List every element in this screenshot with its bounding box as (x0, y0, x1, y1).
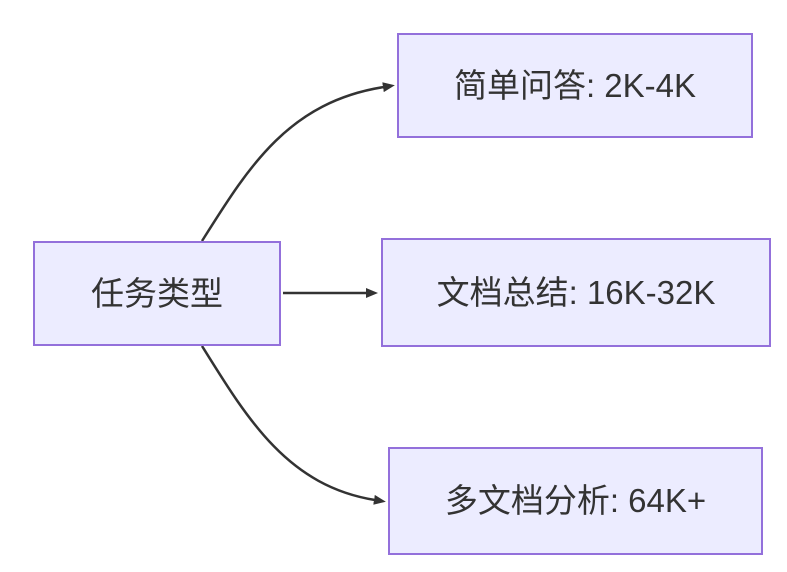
node-multi-doc-label: 多文档分析: 64K+ (444, 482, 707, 520)
node-task-type: 任务类型 (33, 241, 281, 346)
node-simple-qa-label: 简单问答: 2K-4K (453, 66, 697, 104)
edge-task-type-to-simple-qa (200, 82, 395, 242)
node-doc-summary-label: 文档总结: 16K-32K (436, 273, 716, 311)
edge-task-type-to-multi-doc (200, 345, 386, 505)
node-simple-qa: 简单问答: 2K-4K (397, 33, 753, 138)
node-task-type-label: 任务类型 (91, 274, 223, 312)
node-multi-doc: 多文档分析: 64K+ (388, 447, 763, 555)
node-doc-summary: 文档总结: 16K-32K (381, 238, 771, 347)
